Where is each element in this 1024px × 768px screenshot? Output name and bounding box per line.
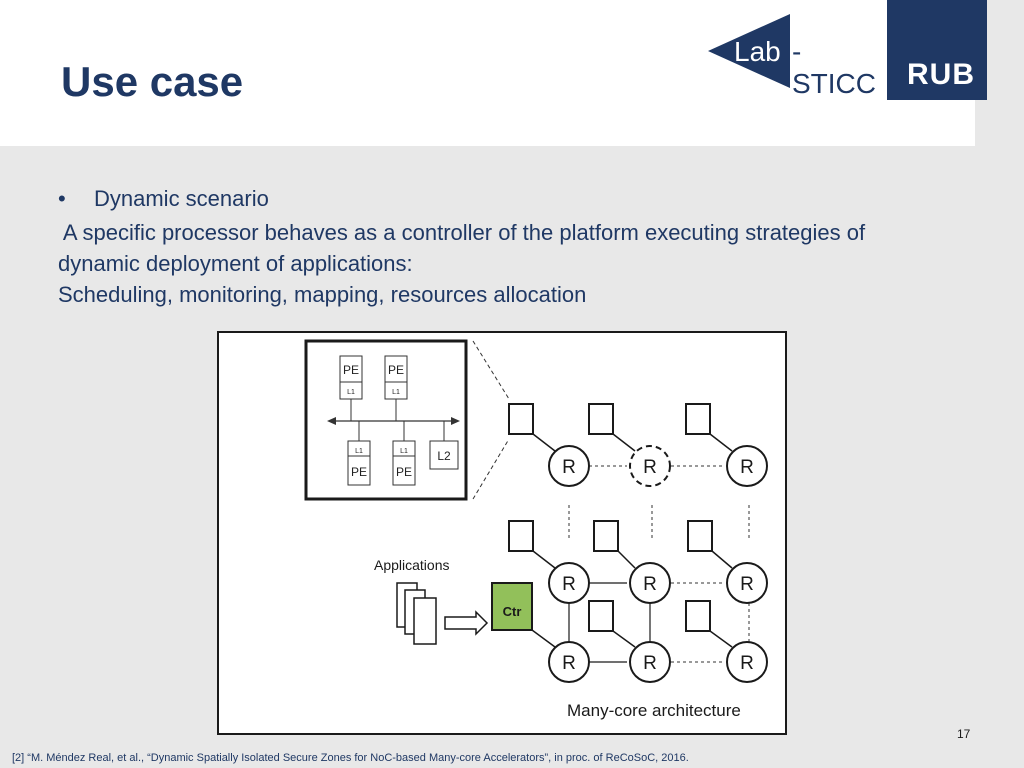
- router-label: R: [740, 574, 754, 595]
- deploy-arrow-icon: [444, 610, 489, 636]
- pe-label: PE: [343, 363, 359, 377]
- router-node: [548, 445, 590, 487]
- architecture-label: Many-core architecture: [567, 701, 741, 720]
- bullet-text: Dynamic scenario: [94, 186, 269, 211]
- tile-node: [508, 520, 534, 552]
- controller-label: Ctr: [503, 604, 522, 619]
- tile-node: [685, 403, 711, 435]
- tile-router-link: [612, 433, 636, 452]
- lab-sticc-triangle-icon: [708, 14, 790, 88]
- l2-cache-block: [429, 440, 459, 470]
- rub-logo: RUB: [887, 0, 987, 100]
- l1-label: L1: [392, 389, 400, 396]
- tile-router-link: [709, 630, 733, 648]
- controller-router-link: [531, 629, 556, 648]
- tile-router-link: [532, 433, 556, 452]
- router-label: R: [643, 574, 657, 595]
- tile-node: [685, 600, 711, 632]
- tile-node: [588, 403, 614, 435]
- pe-label: PE: [388, 363, 404, 377]
- router-label: R: [643, 457, 657, 478]
- paragraph-line-2: dynamic deployment of applications:: [58, 251, 413, 276]
- bus-arrow-left-icon: [327, 417, 336, 425]
- slide-title: Use case: [61, 58, 244, 105]
- architecture-diagram: PE L1 PE L1 L1 PE L1 PE L2: [304, 339, 768, 720]
- footnote: [2] “M. Méndez Real, et al., “Dynamic Sp…: [12, 752, 689, 764]
- router-label: R: [562, 457, 576, 478]
- tile-node: [508, 403, 534, 435]
- lab-sticc-logo-sticc: -STICC: [792, 36, 876, 99]
- tile-node: [593, 520, 619, 552]
- paragraph-line-1: A specific processor behaves as a contro…: [58, 220, 866, 245]
- tile-node: [687, 520, 713, 552]
- router-label: R: [643, 653, 657, 674]
- tile-router-link: [612, 630, 636, 648]
- l1-label: L1: [355, 448, 363, 455]
- noc-grid: R R R R R R R R R Ctr: [491, 403, 768, 683]
- tile-router-link: [617, 550, 636, 569]
- router-label: R: [562, 653, 576, 674]
- paragraph-line-3: Scheduling, monitoring, mapping, resourc…: [58, 282, 587, 307]
- pe-label: PE: [396, 465, 412, 479]
- tile-router-link: [532, 550, 556, 569]
- slide-right-strip: [975, 0, 1024, 768]
- pe-label: PE: [351, 465, 367, 479]
- router-node-dashed: [629, 445, 671, 487]
- router-node: [726, 641, 768, 683]
- l1-label: L1: [347, 389, 355, 396]
- applications-label: Applications: [374, 557, 450, 573]
- tile-router-link: [711, 550, 733, 569]
- applications-stack-icon: [396, 582, 437, 645]
- slide-header: [0, 0, 975, 146]
- router-label: R: [740, 653, 754, 674]
- router-node: [548, 641, 590, 683]
- bullet-dot: •: [58, 186, 66, 211]
- lab-sticc-logo: Lab -STICC: [708, 14, 876, 99]
- tile-node: [588, 600, 614, 632]
- router-node: [548, 562, 590, 604]
- l1-label: L1: [400, 448, 408, 455]
- router-node: [726, 445, 768, 487]
- controller-tile: [491, 582, 533, 631]
- zoom-line: [472, 438, 510, 500]
- router-label: R: [740, 457, 754, 478]
- zoom-line: [472, 340, 510, 400]
- router-label: R: [562, 574, 576, 595]
- description-paragraph: A specific processor behaves as a contro…: [58, 217, 948, 310]
- application-doc: [413, 597, 437, 645]
- rub-logo-text: RUB: [907, 58, 975, 91]
- tile-router-link: [709, 433, 733, 452]
- lab-sticc-logo-lab: Lab: [734, 36, 781, 67]
- l2-label: L2: [437, 449, 451, 463]
- router-node: [726, 562, 768, 604]
- architecture-figure: PE L1 PE L1 L1 PE L1 PE L2: [217, 331, 787, 735]
- deploy-arrow: [444, 610, 489, 636]
- router-node: [629, 641, 671, 683]
- page-number: 17: [957, 727, 971, 741]
- bus-arrow-right-icon: [451, 417, 460, 425]
- router-node: [629, 562, 671, 604]
- pe-block: [392, 440, 416, 486]
- pe-block: [347, 440, 371, 486]
